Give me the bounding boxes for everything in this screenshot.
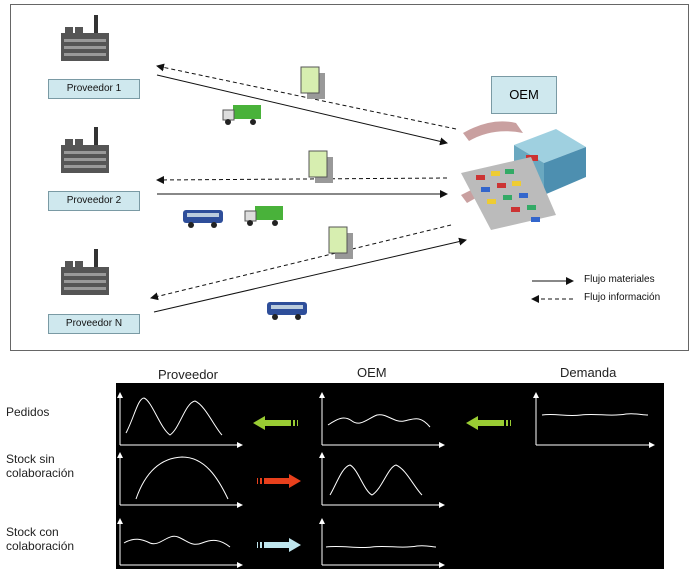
supply-chain-panel: Proveedor 1 Proveedor 2 Proveedor N OEM …: [10, 4, 689, 351]
column-header-oem: OEM: [357, 365, 387, 380]
factory-icon: [61, 15, 109, 61]
stock-arrow-right: [257, 474, 301, 488]
chart-demand: [533, 392, 655, 448]
chart-supplier-stock-no-collab: [117, 452, 243, 508]
document-icon: [328, 226, 353, 259]
chart-supplier-orders: [117, 392, 243, 448]
truck-icon: [244, 206, 283, 226]
chart-supplier-stock-collab: [117, 518, 243, 568]
column-header-demand: Demanda: [560, 365, 617, 380]
supplier-n-label: Proveedor N: [48, 314, 140, 334]
chart-oem-stock-collab: [319, 518, 445, 568]
material-flow-arrow: [153, 237, 467, 313]
bus-icon: [267, 302, 307, 320]
row-label-stock-no-collab: Stock sin colaboración: [6, 452, 75, 480]
supplier-1-label: Proveedor 1: [48, 79, 140, 99]
comparison-panel: [116, 383, 664, 569]
stock-arrow-right: [257, 538, 301, 552]
oem-label: OEM: [491, 76, 557, 114]
legend-materials-label: Flujo materiales: [584, 274, 655, 285]
chart-oem-orders: [319, 392, 445, 448]
legend-info-label: Flujo información: [584, 292, 661, 303]
row-label-stock-collab: Stock con colaboración: [6, 525, 75, 553]
info-flow-arrow: [150, 224, 452, 301]
supplier-2-label: Proveedor 2: [48, 191, 140, 211]
material-flow-arrow: [156, 74, 448, 146]
document-icon: [308, 150, 333, 183]
flow-diagram: [61, 15, 586, 320]
info-flow-arrow: [156, 175, 448, 184]
truck-icon: [222, 105, 261, 125]
oem-plant-icon: [461, 121, 586, 230]
info-flow-arrow: [156, 63, 457, 130]
row-label-orders: Pedidos: [6, 405, 50, 419]
comparison-charts: [117, 392, 655, 568]
chart-oem-stock-no-collab: [319, 452, 445, 508]
order-arrow-left: [466, 416, 511, 430]
order-arrow-left: [253, 416, 298, 430]
factory-icon: [61, 127, 109, 173]
document-icon: [300, 66, 325, 99]
column-header-supplier: Proveedor: [158, 367, 218, 382]
factory-icon: [61, 249, 109, 295]
bus-icon: [183, 210, 223, 228]
